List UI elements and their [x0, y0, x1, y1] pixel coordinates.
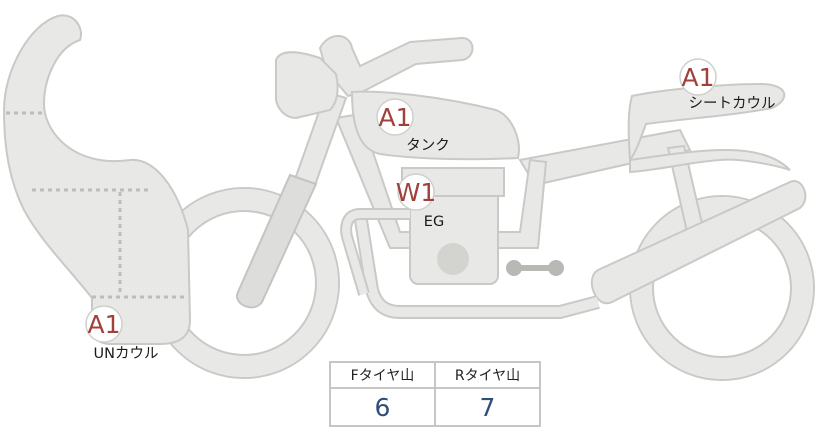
front-tire-header: Fタイヤ山: [329, 361, 436, 389]
under-cowl-grade: A1: [87, 310, 120, 339]
handlebar: [318, 35, 474, 98]
front-tire-value: 6: [329, 387, 436, 427]
tank-label: タンク: [406, 137, 450, 154]
swingarm: [590, 180, 807, 305]
exhaust-header-inner: [342, 210, 410, 296]
seat-cowl-grade-badge: A1: [679, 58, 717, 96]
headlight: [275, 51, 339, 120]
seat-cowl-label: シートカウル: [689, 95, 776, 112]
engine-label: EG: [424, 214, 444, 230]
under-cowl-grade-badge: A1: [85, 305, 123, 343]
tire-tread-table: Fタイヤ山 Rタイヤ山 6 7: [329, 361, 541, 427]
engine-grade: W1: [396, 178, 437, 207]
front-cowl-shape: [2, 14, 192, 345]
engine-block: [401, 167, 505, 285]
under-cowl-label: UNカウル: [94, 345, 159, 362]
tail-fairing: [629, 149, 791, 174]
rear-tire-value: 7: [434, 387, 541, 427]
tank-grade-badge: A1: [376, 98, 414, 136]
seat-cowl-grade: A1: [681, 63, 714, 92]
engine-grade-badge: W1: [396, 173, 437, 211]
tank-grade: A1: [378, 103, 411, 132]
footpeg: [506, 260, 564, 276]
rear-tire-header: Rタイヤ山: [434, 361, 541, 389]
fork-lower: [236, 173, 318, 309]
seat-cowl-shape: [627, 82, 786, 163]
exhaust-pipe-inner: [355, 213, 600, 317]
